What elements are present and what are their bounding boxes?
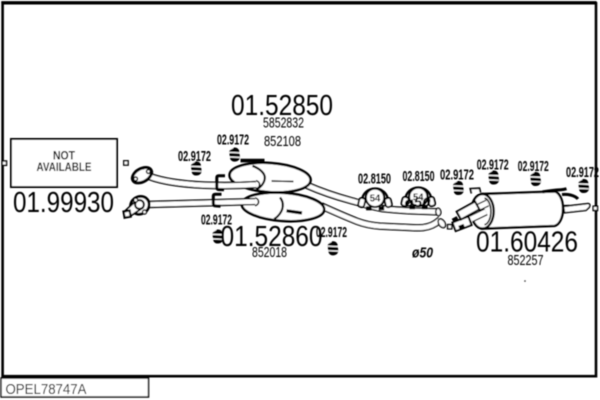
svg-text:02.9172: 02.9172 xyxy=(440,168,474,184)
svg-text:02.9172: 02.9172 xyxy=(217,133,249,149)
svg-text:852108: 852108 xyxy=(264,134,301,150)
svg-text:02.8150: 02.8150 xyxy=(358,171,391,187)
svg-text:02.9172: 02.9172 xyxy=(518,159,549,175)
svg-text:02.9172: 02.9172 xyxy=(316,225,347,241)
svg-text:AVAILABLE: AVAILABLE xyxy=(37,160,92,174)
svg-text:02.9172: 02.9172 xyxy=(477,158,509,174)
svg-text:02.8150: 02.8150 xyxy=(403,169,435,185)
svg-text:02.9172: 02.9172 xyxy=(201,213,232,229)
svg-text:852257: 852257 xyxy=(508,253,544,269)
svg-text:ø50: ø50 xyxy=(412,245,434,262)
svg-text:01.52850: 01.52850 xyxy=(231,90,333,122)
svg-text:ø50: ø50 xyxy=(405,195,432,210)
svg-text:02.9172: 02.9172 xyxy=(178,149,211,165)
svg-text:5852832: 5852832 xyxy=(263,116,304,132)
svg-text:OPEL78747A: OPEL78747A xyxy=(6,382,87,398)
svg-text:852018: 852018 xyxy=(252,245,287,261)
svg-text:02.9172: 02.9172 xyxy=(566,165,599,181)
svg-text:NOT: NOT xyxy=(53,148,75,162)
svg-text:01.52860: 01.52860 xyxy=(221,221,323,253)
svg-text:01.60426: 01.60426 xyxy=(476,227,578,259)
svg-text:01.99930: 01.99930 xyxy=(13,187,114,219)
